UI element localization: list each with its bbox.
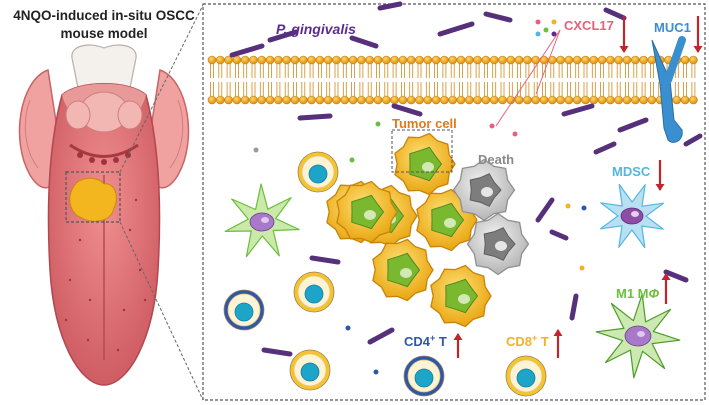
cd8-t-label: CD8+ T [506, 333, 549, 349]
bacterium-rod [569, 293, 579, 321]
cell-population [223, 132, 681, 397]
bacterium-rod [535, 197, 555, 223]
title-line-1: 4NQO-induced in-situ OSCC [13, 8, 195, 23]
m1-macrophage-label: M1 MΦ [616, 286, 660, 301]
tongue-lesion [69, 177, 117, 222]
t-cell [289, 349, 331, 391]
bacterium-rod [663, 269, 689, 283]
bacterium-rod [229, 43, 265, 58]
dead-tumor-cell [452, 158, 516, 222]
bacterium-rod [603, 7, 627, 21]
bacterium-rod [483, 11, 513, 23]
regulation-arrows [453, 16, 703, 358]
tumor-cell [372, 238, 434, 302]
bacterium-rod [561, 103, 595, 117]
bacterium-rod [617, 117, 649, 133]
death-label: Death [478, 152, 514, 167]
zoom-line-top [119, 4, 204, 173]
bacterium-rod [377, 1, 403, 11]
tumor-cell-highlight-box [391, 129, 453, 173]
bacterium-rod [297, 113, 333, 121]
bacterium-rod [437, 21, 475, 37]
cxcl17-arrow-down [619, 16, 629, 53]
m1-arrow-up [661, 273, 671, 304]
pathogen-label: P. gingivalis [276, 21, 356, 37]
bacterium-rod [593, 141, 617, 155]
cd4-t-cell [403, 355, 445, 397]
bacterium-rod [261, 347, 293, 357]
bacterium-rod [549, 229, 569, 241]
cd8-arrow-up [553, 329, 563, 358]
mdsc-arrow-down [655, 160, 665, 191]
cd4-t-cell [223, 289, 265, 331]
tumor-cell [430, 264, 492, 328]
bacterium-rod [267, 29, 299, 43]
muc1-receptor [651, 36, 686, 143]
muc1-label: MUC1 [654, 20, 691, 35]
bacterium-rod [391, 103, 423, 117]
chemokine-dots [253, 19, 587, 375]
cd4-arrow-up [453, 333, 463, 358]
dead-tumor-cell [466, 212, 530, 276]
title-line-2: mouse model [60, 26, 147, 41]
t-cell [293, 271, 335, 313]
bacterium-rod [367, 327, 395, 345]
bacterium-rod [309, 255, 341, 265]
muc1-arrow-down [693, 16, 703, 53]
cd4-t-label: CD4+ T [404, 333, 447, 349]
phi-symbol: Φ [649, 286, 660, 301]
cxcl17-label: CXCL17 [564, 18, 614, 33]
p-gingivalis-bacteria [229, 1, 703, 357]
tumor-cell-label: Tumor cell [392, 116, 457, 131]
cell-membrane [207, 55, 698, 105]
m1-macrophage-cell [595, 293, 681, 379]
tongue-illustration [18, 44, 190, 386]
zoom-line-bottom [119, 221, 204, 401]
bacterium-rod [349, 35, 379, 49]
t-cell [297, 151, 339, 193]
dendritic-cell [224, 183, 300, 258]
tumor-cell [336, 180, 398, 244]
mdsc-cell [599, 183, 665, 249]
bacterium-rod [683, 133, 703, 147]
cd8-t-cell [505, 355, 547, 397]
signal-lines [495, 29, 561, 127]
lesion-highlight-box [65, 171, 121, 223]
mdsc-label: MDSC [612, 164, 651, 179]
